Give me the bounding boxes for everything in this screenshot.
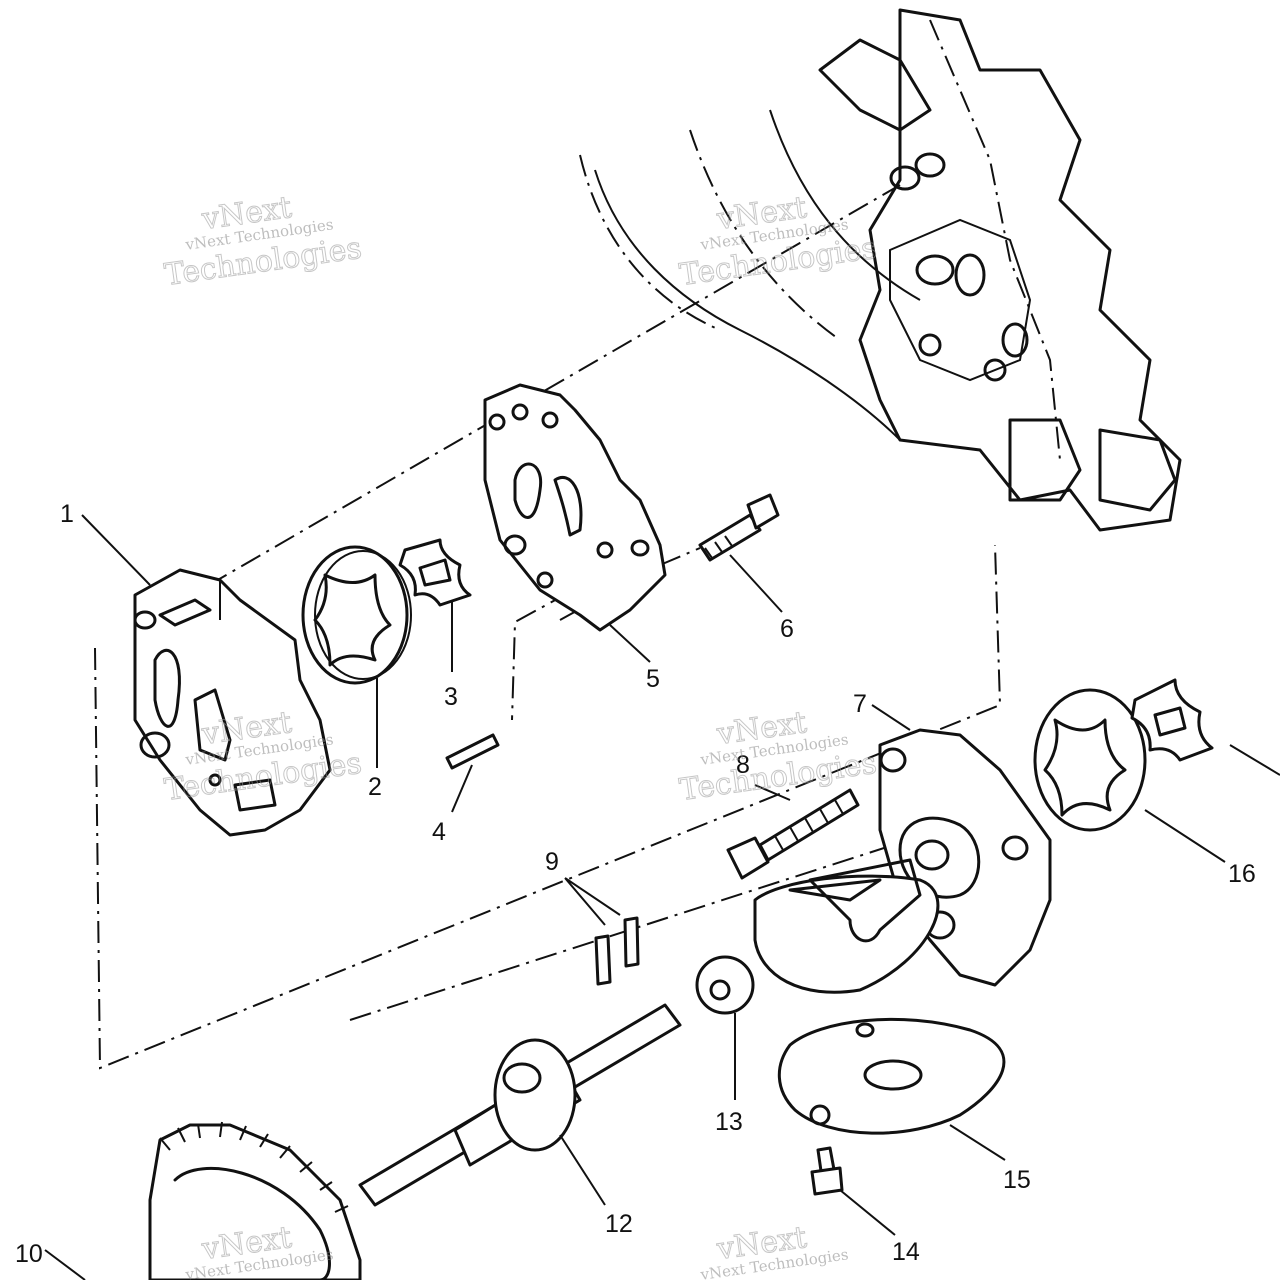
bolt-part-6	[698, 493, 780, 562]
callout-3: 3	[444, 683, 458, 711]
bolt-part-8	[726, 788, 860, 880]
callout-13: 13	[715, 1108, 743, 1136]
inner-rotor-part-3	[398, 538, 472, 607]
callout-14: 14	[892, 1238, 920, 1266]
screw-part-14	[810, 1146, 844, 1196]
callout-10: 10	[15, 1240, 43, 1268]
callout-2: 2	[368, 773, 382, 801]
outer-rotor-part-2	[301, 545, 412, 685]
watermarks: vNext vNext Technologies Technologies vN…	[162, 190, 879, 1280]
callout-6: 6	[780, 615, 794, 643]
leader-lines	[44, 514, 1280, 1280]
washer-part-13	[695, 955, 755, 1015]
crankcase-housing	[579, 8, 1182, 532]
strainer-plate	[753, 858, 940, 994]
callout-8: 8	[736, 751, 750, 779]
dowel-pin-part-4	[445, 733, 500, 770]
callout-7: 7	[853, 690, 867, 718]
callout-12: 12	[605, 1210, 633, 1238]
callout-labels: 1 2 3 4 5 6 7 8 9 10 12 13 14 15 16	[15, 500, 1256, 1268]
callout-5: 5	[646, 665, 660, 693]
pump-body-part-1	[133, 568, 332, 837]
pump-plate-part-5	[483, 383, 667, 632]
callout-1: 1	[60, 500, 74, 528]
gear-part-10	[148, 1121, 362, 1280]
callout-15: 15	[1003, 1166, 1031, 1194]
cover-part-15	[777, 1017, 1006, 1135]
callout-4: 4	[432, 818, 446, 846]
rotor-set-part-16	[1033, 678, 1214, 832]
shaft-part-12	[358, 1003, 682, 1207]
callout-9: 9	[545, 848, 559, 876]
callout-16: 16	[1228, 860, 1256, 888]
pins-part-9	[594, 916, 640, 986]
